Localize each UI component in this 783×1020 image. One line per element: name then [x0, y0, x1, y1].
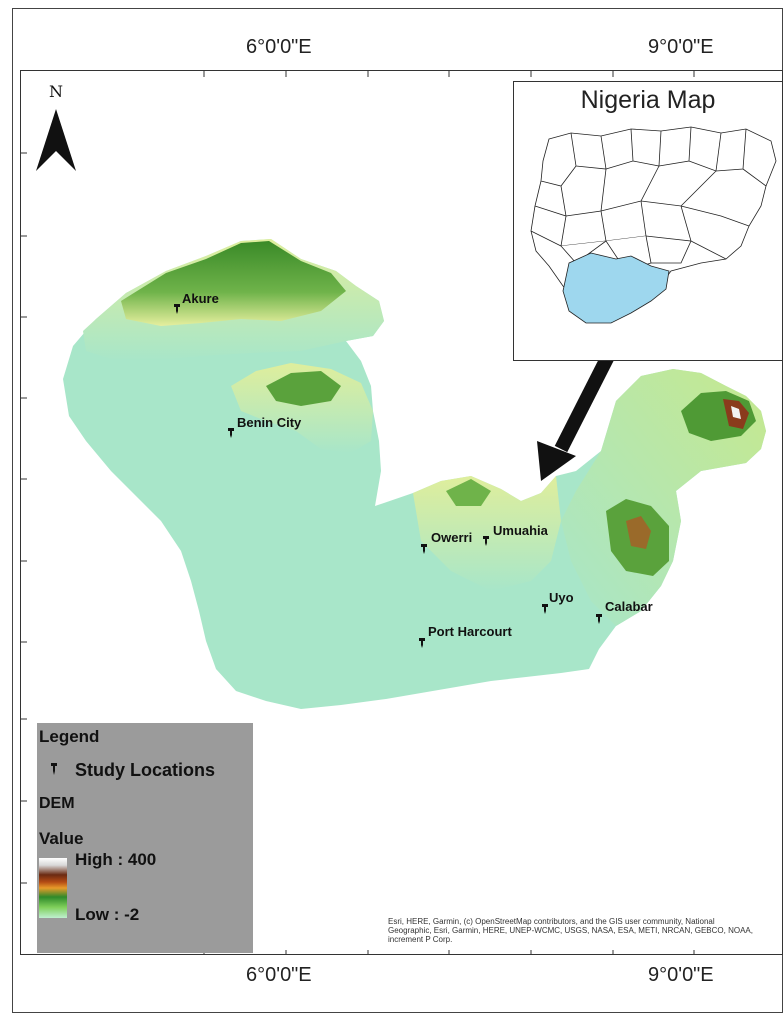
- map-svg: N Akure Benin City Owerri Umuahia: [21, 71, 766, 954]
- city-marker-umuahia[interactable]: Umuahia: [483, 523, 549, 546]
- legend-panel: Legend Study Locations DEM Value High : …: [37, 723, 253, 953]
- legend-low: Low : -2: [75, 905, 140, 924]
- city-label-owerri: Owerri: [431, 530, 472, 545]
- city-marker-calabar[interactable]: Calabar: [596, 599, 653, 624]
- city-label-uyo: Uyo: [549, 590, 574, 605]
- north-arrow: N: [36, 82, 76, 171]
- study-location-symbol-icon: [49, 763, 59, 782]
- city-label-calabar: Calabar: [605, 599, 653, 614]
- inset-map: Nigeria Map: [513, 81, 783, 361]
- map-credits: Esri, HERE, Garmin, (c) OpenStreetMap co…: [388, 917, 753, 944]
- legend-high: High : 400: [75, 850, 157, 869]
- city-marker-uyo[interactable]: Uyo: [542, 590, 574, 614]
- legend-title: Legend: [39, 727, 100, 746]
- bottom-longitude-label-left: 6°0'0"E: [246, 964, 312, 986]
- inset-map-svg: [530, 126, 777, 324]
- legend-color-ramp: [39, 858, 67, 918]
- city-label-port-harcourt: Port Harcourt: [428, 624, 512, 639]
- city-marker-benin-city[interactable]: Benin City: [228, 415, 302, 438]
- study-area-highlight: [562, 252, 670, 324]
- city-label-benin-city: Benin City: [237, 415, 302, 430]
- top-longitude-label-left: 6°0'0"E: [246, 36, 312, 58]
- north-label: N: [49, 82, 63, 101]
- city-label-akure: Akure: [182, 291, 219, 306]
- inset-title: Nigeria Map: [580, 86, 716, 114]
- legend-study-locations: Study Locations: [75, 760, 216, 780]
- legend-dem: DEM: [39, 795, 75, 812]
- city-marker-akure[interactable]: Akure: [174, 291, 219, 314]
- legend-value: Value: [39, 829, 84, 848]
- city-label-umuahia: Umuahia: [493, 523, 549, 538]
- city-marker-owerri[interactable]: Owerri: [421, 530, 472, 554]
- city-marker-port-harcourt[interactable]: Port Harcourt: [419, 624, 512, 648]
- top-longitude-label-right: 9°0'0"E: [648, 36, 714, 58]
- bottom-longitude-label-right: 9°0'0"E: [648, 964, 714, 986]
- city-markers: Akure Benin City Owerri Umuahia Uyo Cala…: [174, 291, 653, 648]
